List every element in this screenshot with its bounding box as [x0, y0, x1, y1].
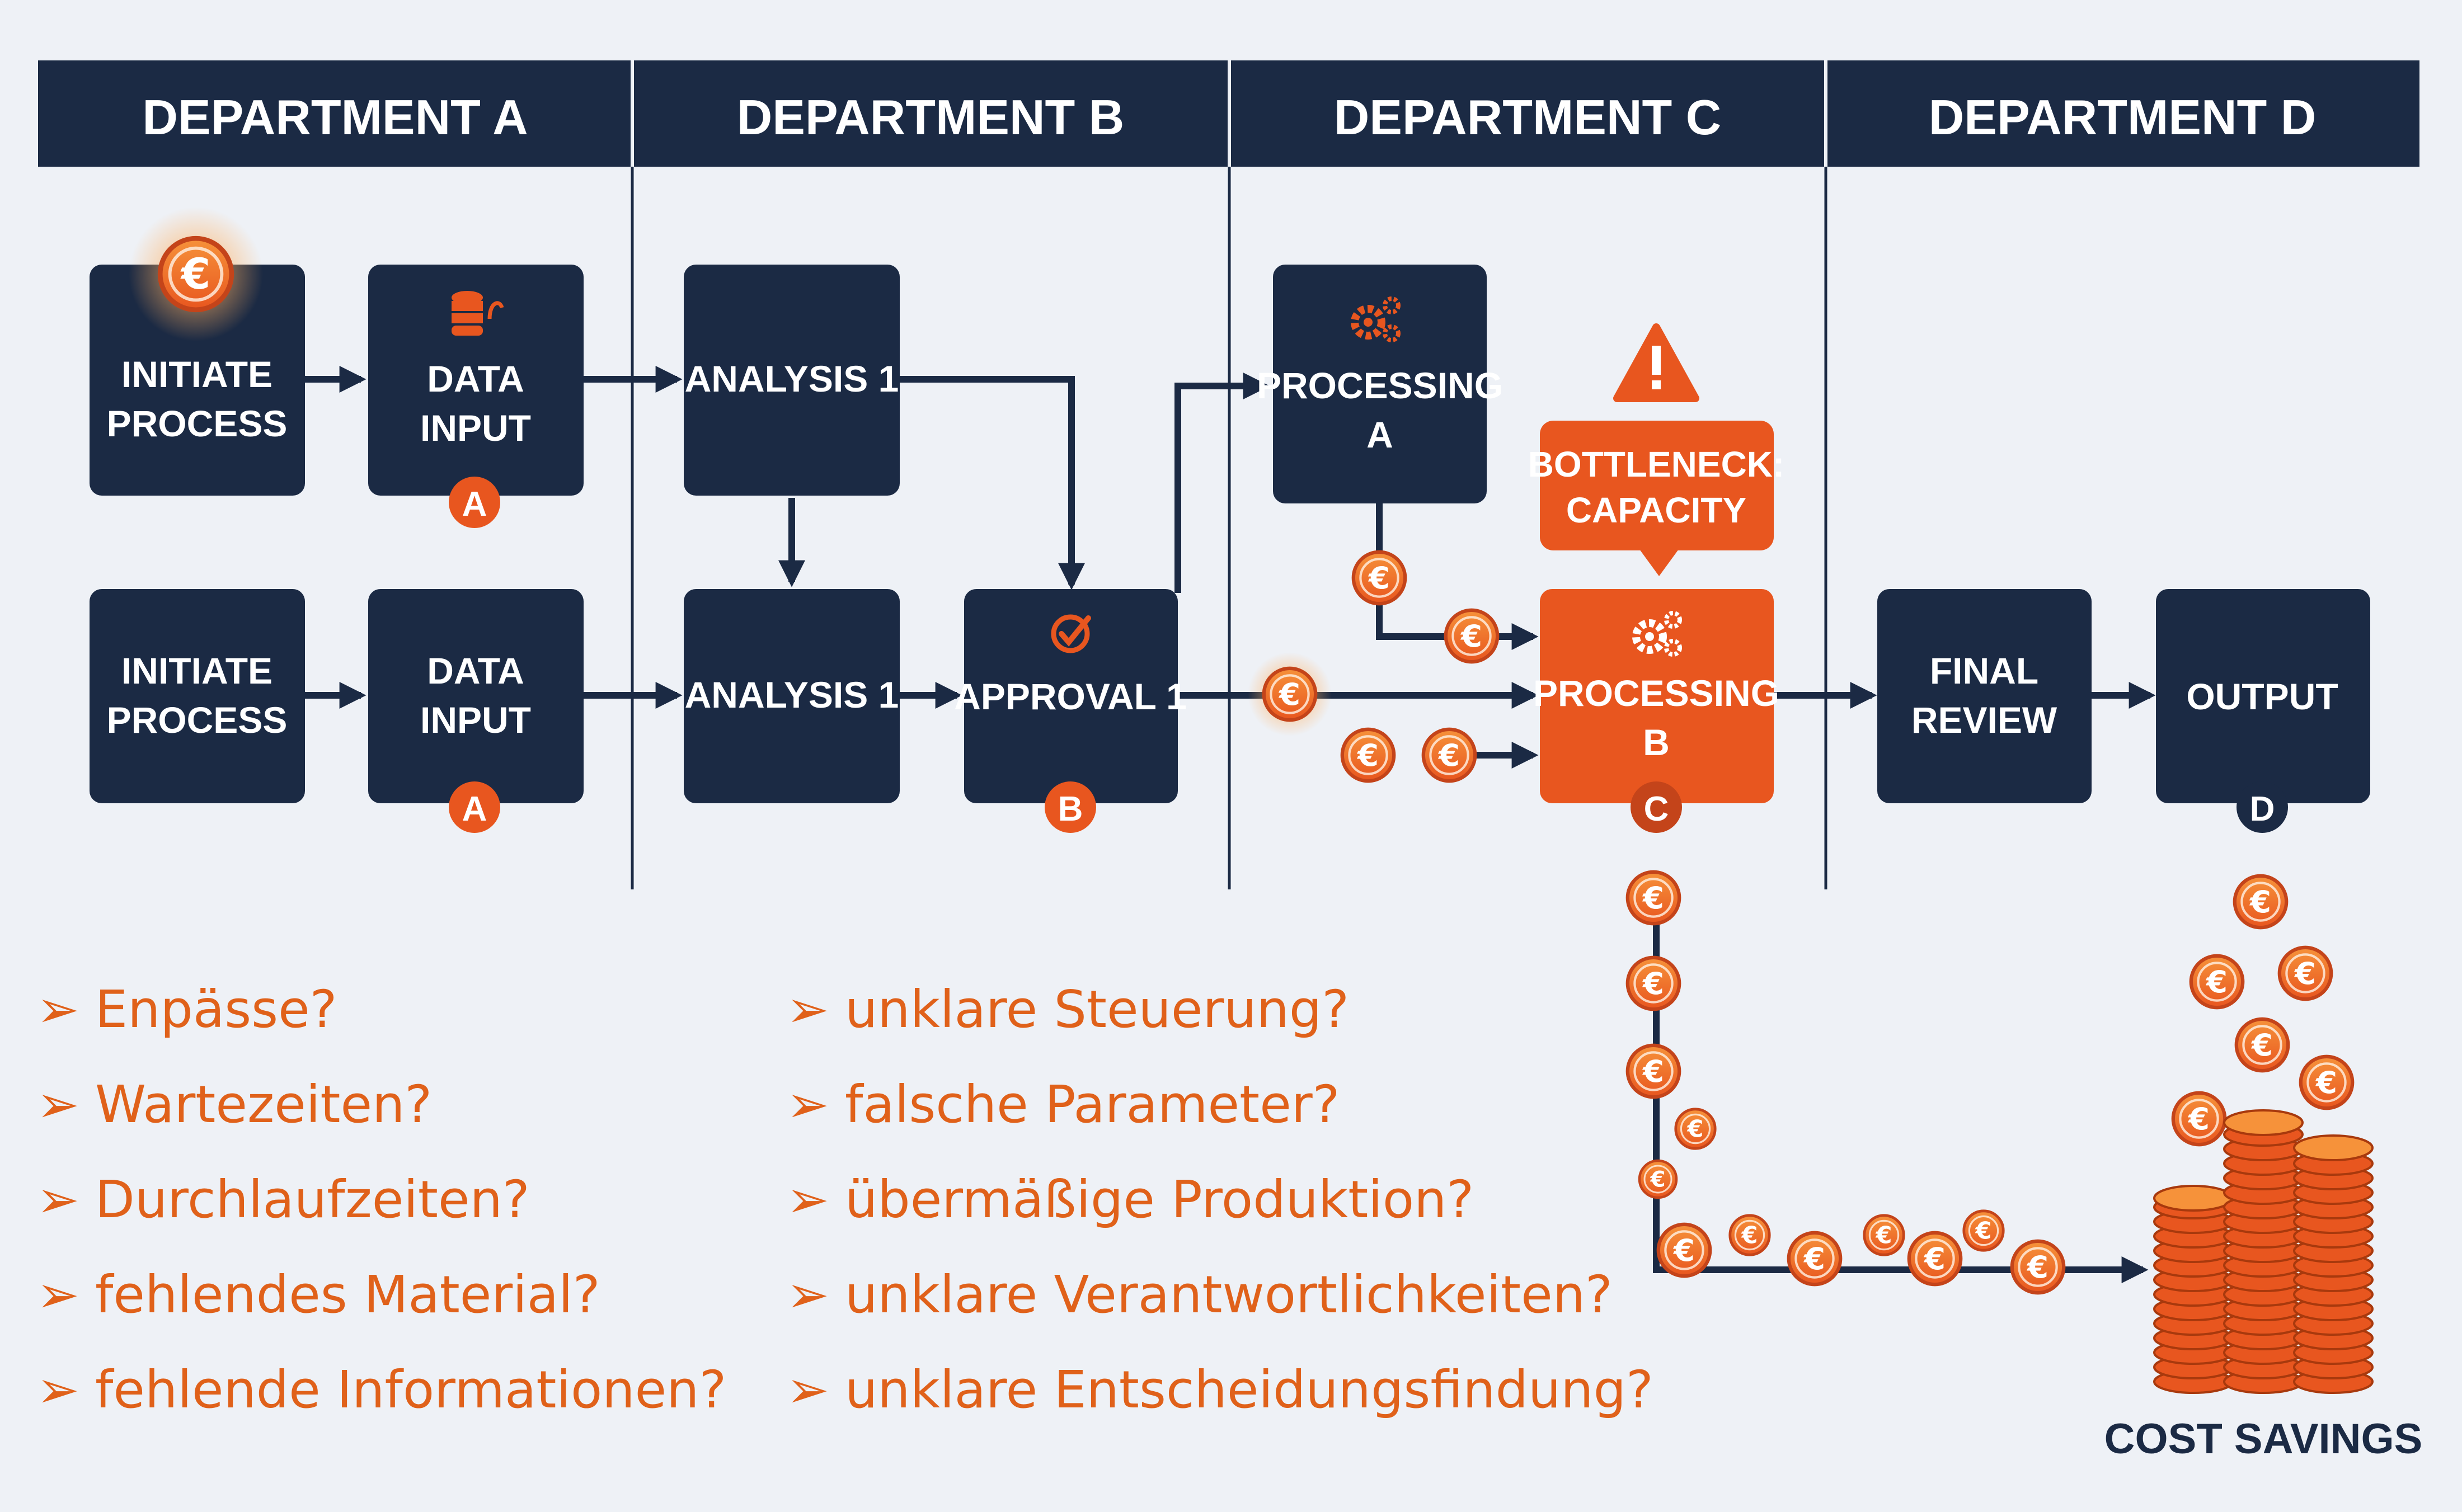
analysis-box-2: ANALYSIS 1 [684, 589, 900, 803]
flow-coins [1248, 552, 2352, 1293]
bottleneck-callout: BOTTLENECK: CAPACITY [1528, 323, 1785, 576]
final-review-box: FINAL REVIEW [1877, 589, 2092, 803]
bottleneck-label: BOTTLENECK: [1528, 444, 1785, 484]
processing-b-box: PROCESSING B [1533, 589, 1779, 803]
svg-text:INPUT: INPUT [420, 699, 531, 741]
euro-coin-icon [2301, 1057, 2352, 1108]
svg-text:A: A [1366, 414, 1393, 455]
euro-coin-icon [2280, 948, 2331, 999]
output-box: OUTPUT [2156, 589, 2370, 803]
svg-text:APPROVAL 1: APPROVAL 1 [954, 676, 1187, 717]
euro-coin-icon [1909, 1233, 1961, 1284]
svg-text:DATA: DATA [427, 650, 524, 691]
initiate-process-box-1: INITIATE PROCESS [90, 265, 305, 496]
svg-text:PROCESS: PROCESS [107, 403, 288, 444]
svg-text:INITIATE: INITIATE [121, 354, 272, 395]
department-a-label: DEPARTMENT A [142, 90, 528, 145]
svg-text:DATA: DATA [427, 358, 524, 399]
initiate-process-box-2: INITIATE PROCESS [90, 589, 305, 803]
svg-text:ANALYSIS 1: ANALYSIS 1 [685, 674, 899, 715]
approval-box: APPROVAL 1 [954, 589, 1187, 803]
euro-coin-icon [1864, 1216, 1904, 1255]
euro-coin-icon [1248, 652, 1332, 736]
badge-b: B [1045, 781, 1096, 833]
euro-coin-icon [2173, 1093, 2225, 1144]
svg-text:PROCESS: PROCESS [107, 699, 288, 741]
list-item: ➢übermäßige Produktion? [786, 1170, 1474, 1230]
svg-text:C: C [1644, 790, 1669, 828]
bottleneck-capacity-label: CAPACITY [1566, 490, 1746, 530]
cost-savings-label: COST SAVINGS [2104, 1415, 2423, 1463]
list-item: ➢unklare Entscheidungsfindung? [786, 1360, 1653, 1420]
list-item: ➢fehlendes Material? [36, 1265, 600, 1325]
badge-a-1: A [449, 477, 500, 528]
svg-text:D: D [2250, 790, 2275, 828]
questions-left-list: ➢Enpässe? ➢Wartezeiten? ➢Durchlaufzeiten… [36, 962, 726, 1438]
euro-coin-icon [1628, 872, 1679, 924]
row-2: INITIATE PROCESS DATA INPUT A ANALYSIS 1… [90, 589, 2370, 833]
svg-text:A: A [462, 485, 487, 524]
badge-a-2: A [449, 781, 500, 833]
euro-coin-icon [129, 207, 263, 341]
department-header: DEPARTMENT A DEPARTMENT B DEPARTMENT C D… [38, 60, 2419, 167]
department-c-label: DEPARTMENT C [1334, 90, 1722, 145]
svg-text:INPUT: INPUT [420, 407, 531, 449]
connectors [305, 366, 2156, 1283]
euro-coin-icon [1354, 552, 1405, 604]
data-input-box-1: DATA INPUT [368, 265, 584, 496]
euro-coin-icon [1342, 729, 1394, 781]
euro-coin-icon [2012, 1241, 2064, 1293]
svg-text:FINAL: FINAL [1930, 650, 2038, 691]
badge-d: D [2237, 781, 2288, 833]
euro-coin-icon [1730, 1216, 1769, 1255]
gears-icon [1351, 296, 1401, 342]
analysis-box-1: ANALYSIS 1 [684, 265, 900, 496]
row-1: INITIATE PROCESS DATA INPUT A ANALYS [90, 207, 1503, 528]
svg-text:OUTPUT: OUTPUT [2186, 676, 2338, 717]
gears-icon [1632, 611, 1682, 657]
data-input-box-2: DATA INPUT [368, 589, 584, 803]
department-b-label: DEPARTMENT B [737, 90, 1125, 145]
processing-a-box: PROCESSING A [1257, 265, 1503, 503]
svg-text:ANALYSIS 1: ANALYSIS 1 [685, 358, 899, 399]
euro-coin-icon [1964, 1211, 2003, 1250]
svg-text:INITIATE: INITIATE [121, 650, 272, 691]
department-d-label: DEPARTMENT D [1929, 90, 2317, 145]
list-item: ➢unklare Verantwortlichkeiten? [786, 1265, 1613, 1325]
euro-coin-icon [2191, 956, 2243, 1007]
lane-dividers [631, 167, 1827, 889]
badge-c: C [1631, 781, 1682, 833]
list-item: ➢Durchlaufzeiten? [36, 1170, 530, 1230]
list-item: ➢fehlende Informationen? [36, 1360, 727, 1420]
svg-text:PROCESSING: PROCESSING [1257, 365, 1503, 406]
euro-coin-icon [1423, 729, 1475, 781]
svg-text:B: B [1643, 722, 1670, 763]
svg-text:B: B [1058, 790, 1083, 828]
list-item: ➢unklare Steuerung? [786, 979, 1350, 1039]
euro-coin-icon [1658, 1224, 1710, 1276]
questions-right-list: ➢unklare Steuerung? ➢falsche Parameter? … [786, 962, 1653, 1438]
database-icon [452, 291, 504, 336]
svg-text:A: A [462, 790, 487, 828]
list-item: ➢Wartezeiten? [36, 1075, 433, 1134]
list-item: ➢Enpässe? [36, 979, 337, 1039]
euro-coin-icon [1789, 1233, 1840, 1284]
svg-text:REVIEW: REVIEW [1911, 699, 2057, 741]
warning-icon [1613, 323, 1699, 402]
coin-stack-icon [2153, 1109, 2374, 1394]
euro-coin-icon [1446, 610, 1497, 662]
list-item: ➢falsche Parameter? [786, 1075, 1340, 1134]
euro-coin-icon [2237, 1019, 2288, 1071]
checkmark-icon [1051, 614, 1091, 653]
svg-text:PROCESSING: PROCESSING [1533, 672, 1779, 714]
euro-coin-icon [1676, 1109, 1715, 1148]
euro-coin-icon [2235, 876, 2286, 927]
